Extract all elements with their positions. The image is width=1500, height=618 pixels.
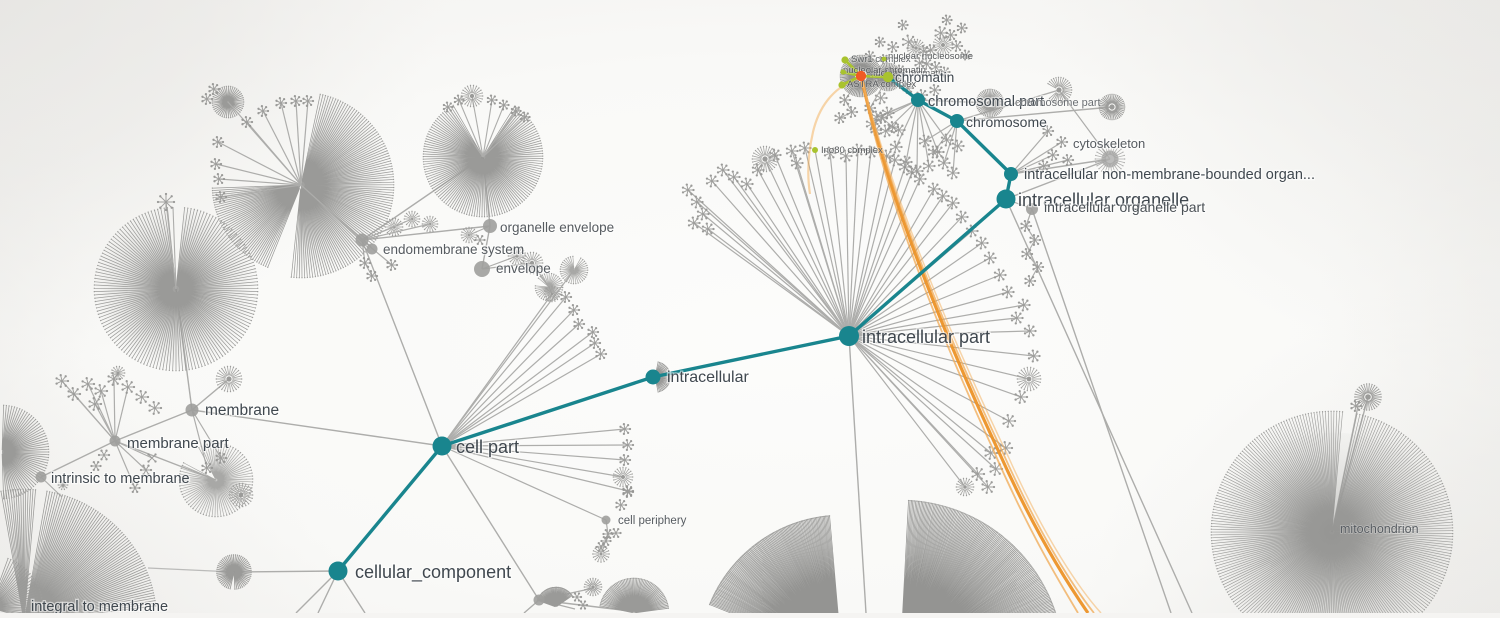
svg-text:intracellular organelle part: intracellular organelle part (1044, 199, 1205, 215)
svg-text:chromosome: chromosome (966, 114, 1047, 130)
svg-text:nuclear nucleosome: nuclear nucleosome (888, 51, 973, 62)
svg-text:chromosomal part: chromosomal part (928, 94, 1044, 110)
svg-text:cell part: cell part (456, 437, 519, 457)
svg-text:cell periphery: cell periphery (618, 515, 687, 527)
svg-text:chromosome part: chromosome part (1015, 97, 1101, 109)
svg-text:membrane part: membrane part (127, 435, 230, 452)
svg-text:organelle envelope: organelle envelope (500, 220, 614, 235)
svg-text:cellular_component: cellular_component (355, 562, 511, 583)
svg-text:ASTRA complex: ASTRA complex (847, 79, 916, 90)
svg-text:envelope: envelope (496, 261, 551, 276)
svg-text:chromatin: chromatin (895, 70, 954, 85)
svg-text:Ino80 complex: Ino80 complex (821, 145, 883, 156)
svg-text:membrane: membrane (205, 402, 279, 419)
svg-text:Swr1 complex: Swr1 complex (851, 54, 911, 65)
svg-text:mitochondrion: mitochondrion (1340, 522, 1419, 536)
svg-text:intrinsic to membrane: intrinsic to membrane (51, 471, 190, 487)
svg-text:intracellular part: intracellular part (862, 327, 990, 347)
svg-text:intracellular: intracellular (667, 369, 749, 386)
svg-text:cytoskeleton: cytoskeleton (1073, 136, 1145, 151)
svg-text:intracellular non-membrane-bou: intracellular non-membrane-bounded organ… (1024, 167, 1315, 183)
svg-text:intracellular organelle: intracellular organelle (1018, 190, 1189, 210)
svg-text:endomembrane system: endomembrane system (383, 242, 524, 257)
svg-text:integral to membrane: integral to membrane (31, 599, 168, 613)
